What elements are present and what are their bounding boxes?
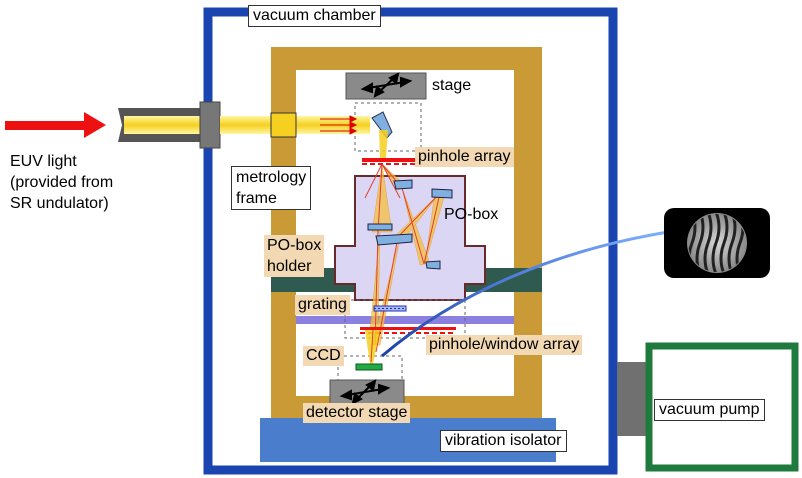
beam-frame-window: [270, 112, 297, 138]
beam-direction-marks: [320, 115, 358, 135]
label-grating: grating: [295, 295, 350, 315]
chamber-port-flange: [199, 101, 221, 149]
vacuum-pump-box: [645, 342, 799, 472]
label-po-box-holder: PO-box holder: [264, 235, 325, 277]
label-stage: stage: [432, 77, 472, 94]
pump-port: [617, 362, 651, 436]
label-detector-stage: detector stage: [303, 403, 411, 423]
pinhole-array-plate: [362, 158, 418, 162]
label-vacuum-chamber: vacuum chamber: [248, 5, 381, 27]
label-po-box: PO-box: [444, 206, 499, 223]
beam-to-pinhole: [379, 130, 388, 158]
vacuum-chamber-wall: [203, 7, 618, 475]
label-metrology-frame: metrology frame: [231, 166, 312, 210]
label-pinhole-array: pinhole array: [415, 147, 514, 167]
label-ccd: CCD: [303, 346, 344, 366]
euv-input-arrow-icon: [5, 112, 106, 138]
ccd-sensor: [355, 363, 383, 371]
beam-to-ccd: [365, 330, 380, 364]
grating-bar: [296, 316, 514, 324]
label-euv-light: EUV light (provided from SR undulator): [10, 153, 114, 212]
pinhole-window-array-plate: [360, 327, 456, 330]
detector-stage-arrows-icon: [339, 379, 391, 405]
label-vacuum-pump: vacuum pump: [654, 399, 765, 421]
euv-beam-tube: [118, 108, 205, 142]
label-pinhole-window-array: pinhole/window array: [426, 335, 583, 355]
stage-arrows-icon: [360, 72, 413, 98]
interferogram-monitor: [664, 208, 770, 278]
signal-cable: [381, 230, 669, 358]
label-vibration-isolator: vibration isolator: [440, 430, 567, 452]
po-box-mirrors: [367, 179, 453, 270]
